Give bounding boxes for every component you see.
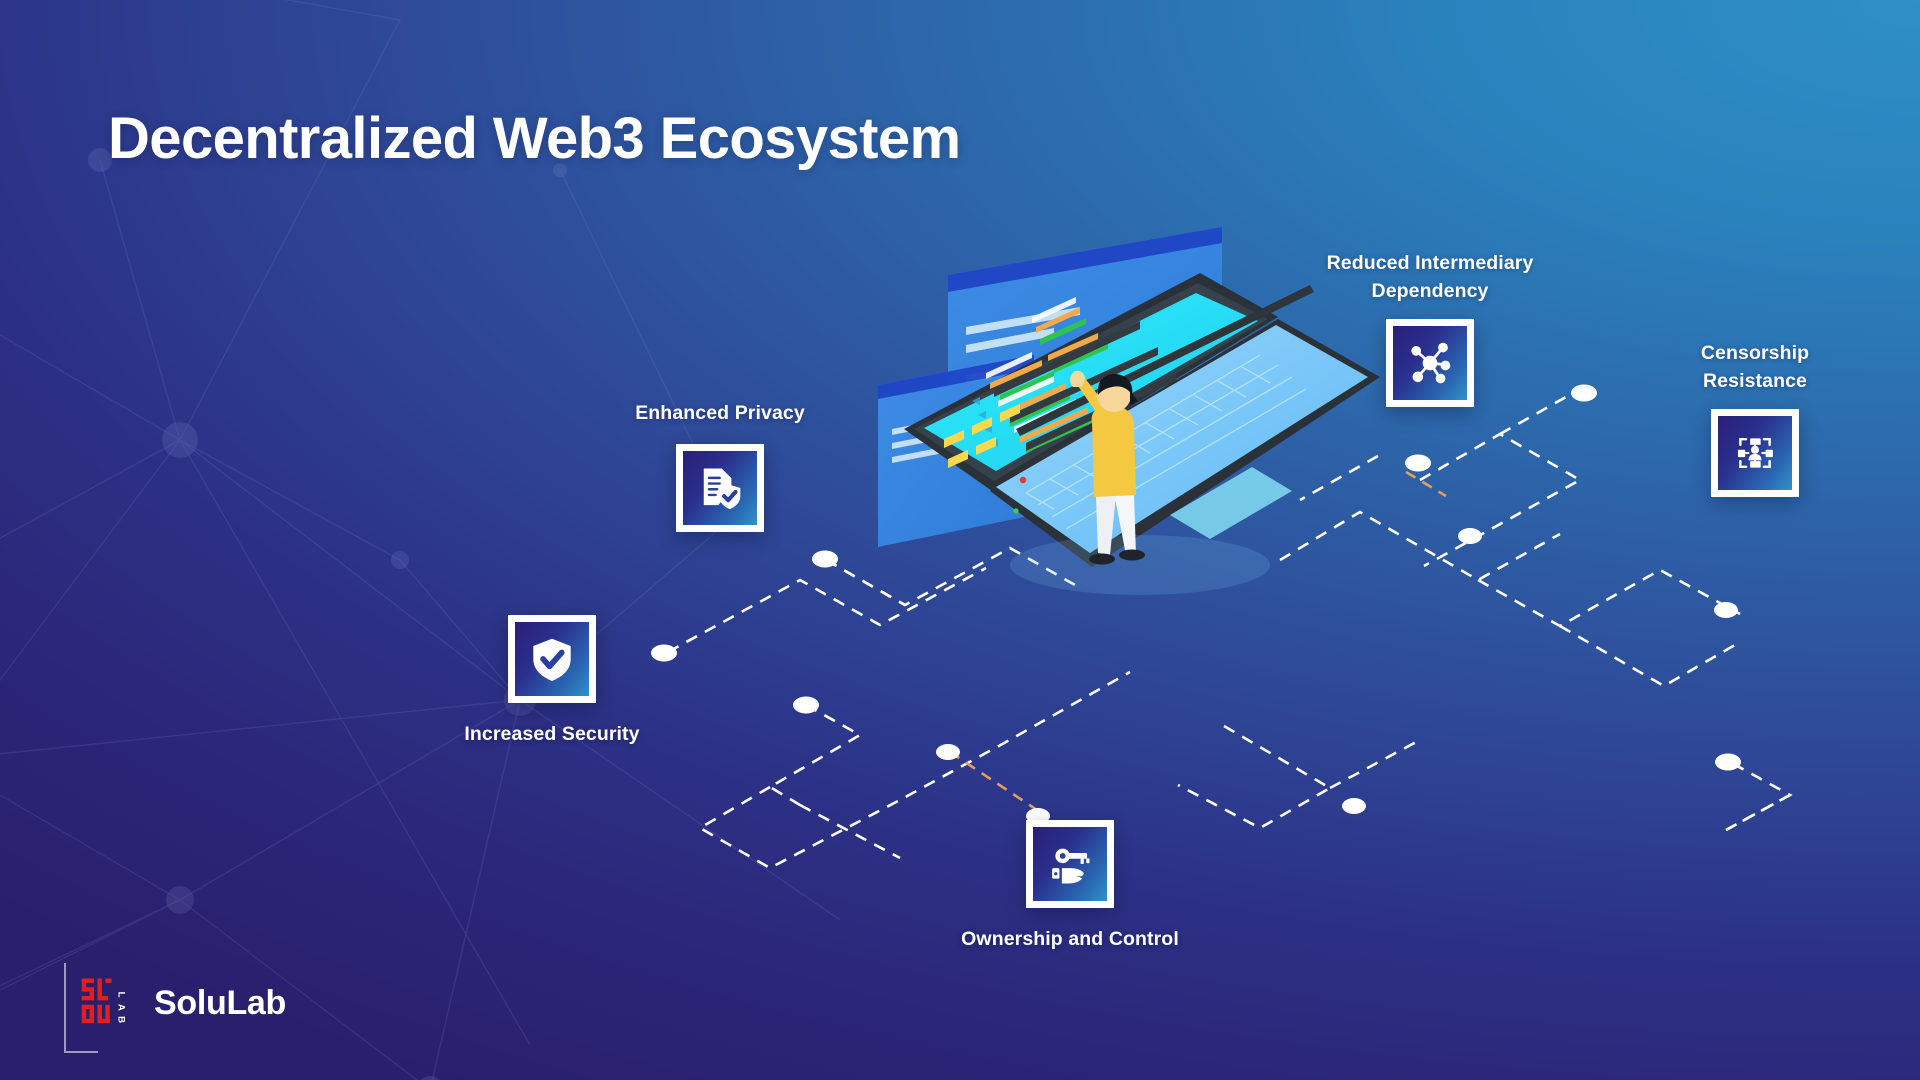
document-shield-check-icon	[703, 468, 741, 509]
hand-holding-key-icon	[1052, 848, 1090, 884]
brand-wordmark: SoluLab	[154, 983, 287, 1022]
feature-label-increased-security: Increased Security	[464, 723, 640, 745]
network-hub-nodes-icon	[1411, 343, 1451, 384]
shield-check-icon	[533, 638, 571, 681]
feature-icon-tile-censorship-resistance[interactable]	[1711, 409, 1799, 498]
feature-censorship-resistance[interactable]: Censorship Resistance	[1610, 340, 1900, 498]
feature-icon-tile-enhanced-privacy[interactable]	[676, 443, 764, 532]
svg-text:B: B	[116, 1016, 127, 1023]
feature-increased-security[interactable]: Increased Security	[432, 615, 672, 749]
feature-icon-tile-increased-security[interactable]	[508, 615, 596, 703]
feature-label-censorship-resistance: Censorship Resistance	[1700, 342, 1810, 392]
feature-enhanced-privacy[interactable]: Enhanced Privacy	[600, 400, 840, 532]
solulab-mark-icon: L A B	[80, 975, 136, 1031]
feature-label-reduced-intermediary-dependency: Reduced Intermediary Dependency	[1326, 252, 1534, 302]
isometric-laptop-illustration	[878, 227, 1380, 595]
feature-label-enhanced-privacy: Enhanced Privacy	[635, 402, 805, 424]
brand-logo[interactable]: L A B SoluLab	[64, 963, 287, 1053]
feature-ownership-and-control[interactable]: Ownership and Control	[930, 820, 1210, 954]
logo-bracket-decoration	[64, 963, 98, 1053]
feature-reduced-intermediary-dependency[interactable]: Reduced Intermediary Dependency	[1290, 250, 1570, 408]
svg-text:L: L	[116, 992, 127, 998]
accent-dashed-trace	[949, 470, 1447, 814]
user-network-brackets-icon	[1737, 438, 1773, 469]
feature-icon-tile-ownership-and-control[interactable]	[1026, 820, 1114, 908]
developer-figure	[1070, 370, 1145, 565]
feature-label-ownership-and-control: Ownership and Control	[961, 928, 1179, 950]
page-title: Decentralized Web3 Ecosystem	[108, 106, 961, 171]
svg-text:A: A	[116, 1004, 127, 1011]
feature-icon-tile-reduced-intermediary-dependency[interactable]	[1386, 319, 1474, 408]
